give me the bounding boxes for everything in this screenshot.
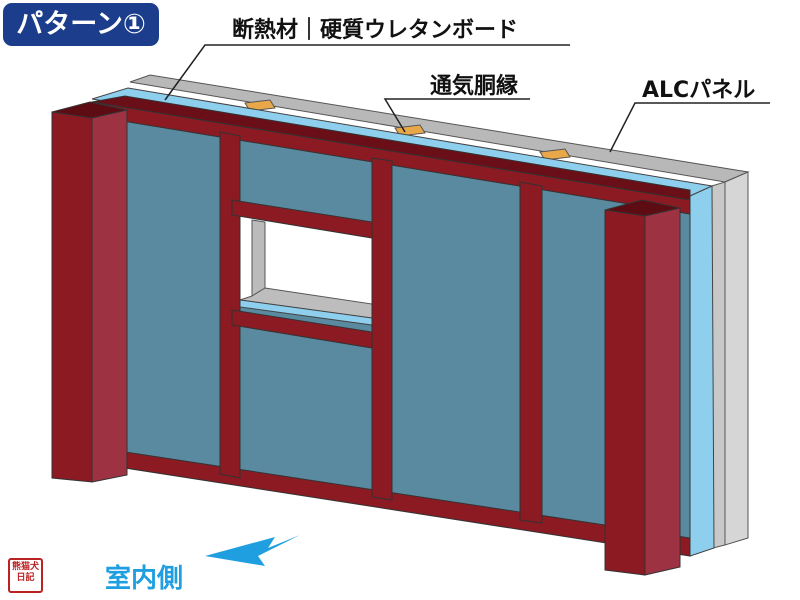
pattern-badge: パターン① [3,3,159,46]
leader-line-furring [383,98,530,133]
window-sill-beam [231,309,373,349]
leader-line-insulation [164,44,570,101]
right-column-side [644,207,681,576]
leader-line-alc [609,102,770,153]
arrow-left-icon [205,535,300,566]
site-logo: 熊猫犬日記 [8,558,43,593]
label-furring: 通気胴縁 [430,74,519,99]
left-column-side [91,109,128,483]
indoor-side-label: 室内側 [105,564,184,594]
left-column-front [51,111,93,483]
right-column-front [604,209,646,576]
stud [519,181,543,524]
window-alc-reveal [251,219,266,297]
alc-panel-side [724,171,749,546]
insulation-side [689,185,715,557]
stud [219,131,241,479]
label-insulation: 断熱材｜硬質ウレタンボード [232,18,519,43]
label-alc: ALCパネル [642,78,756,103]
window-header [231,199,373,239]
stud [371,157,393,501]
